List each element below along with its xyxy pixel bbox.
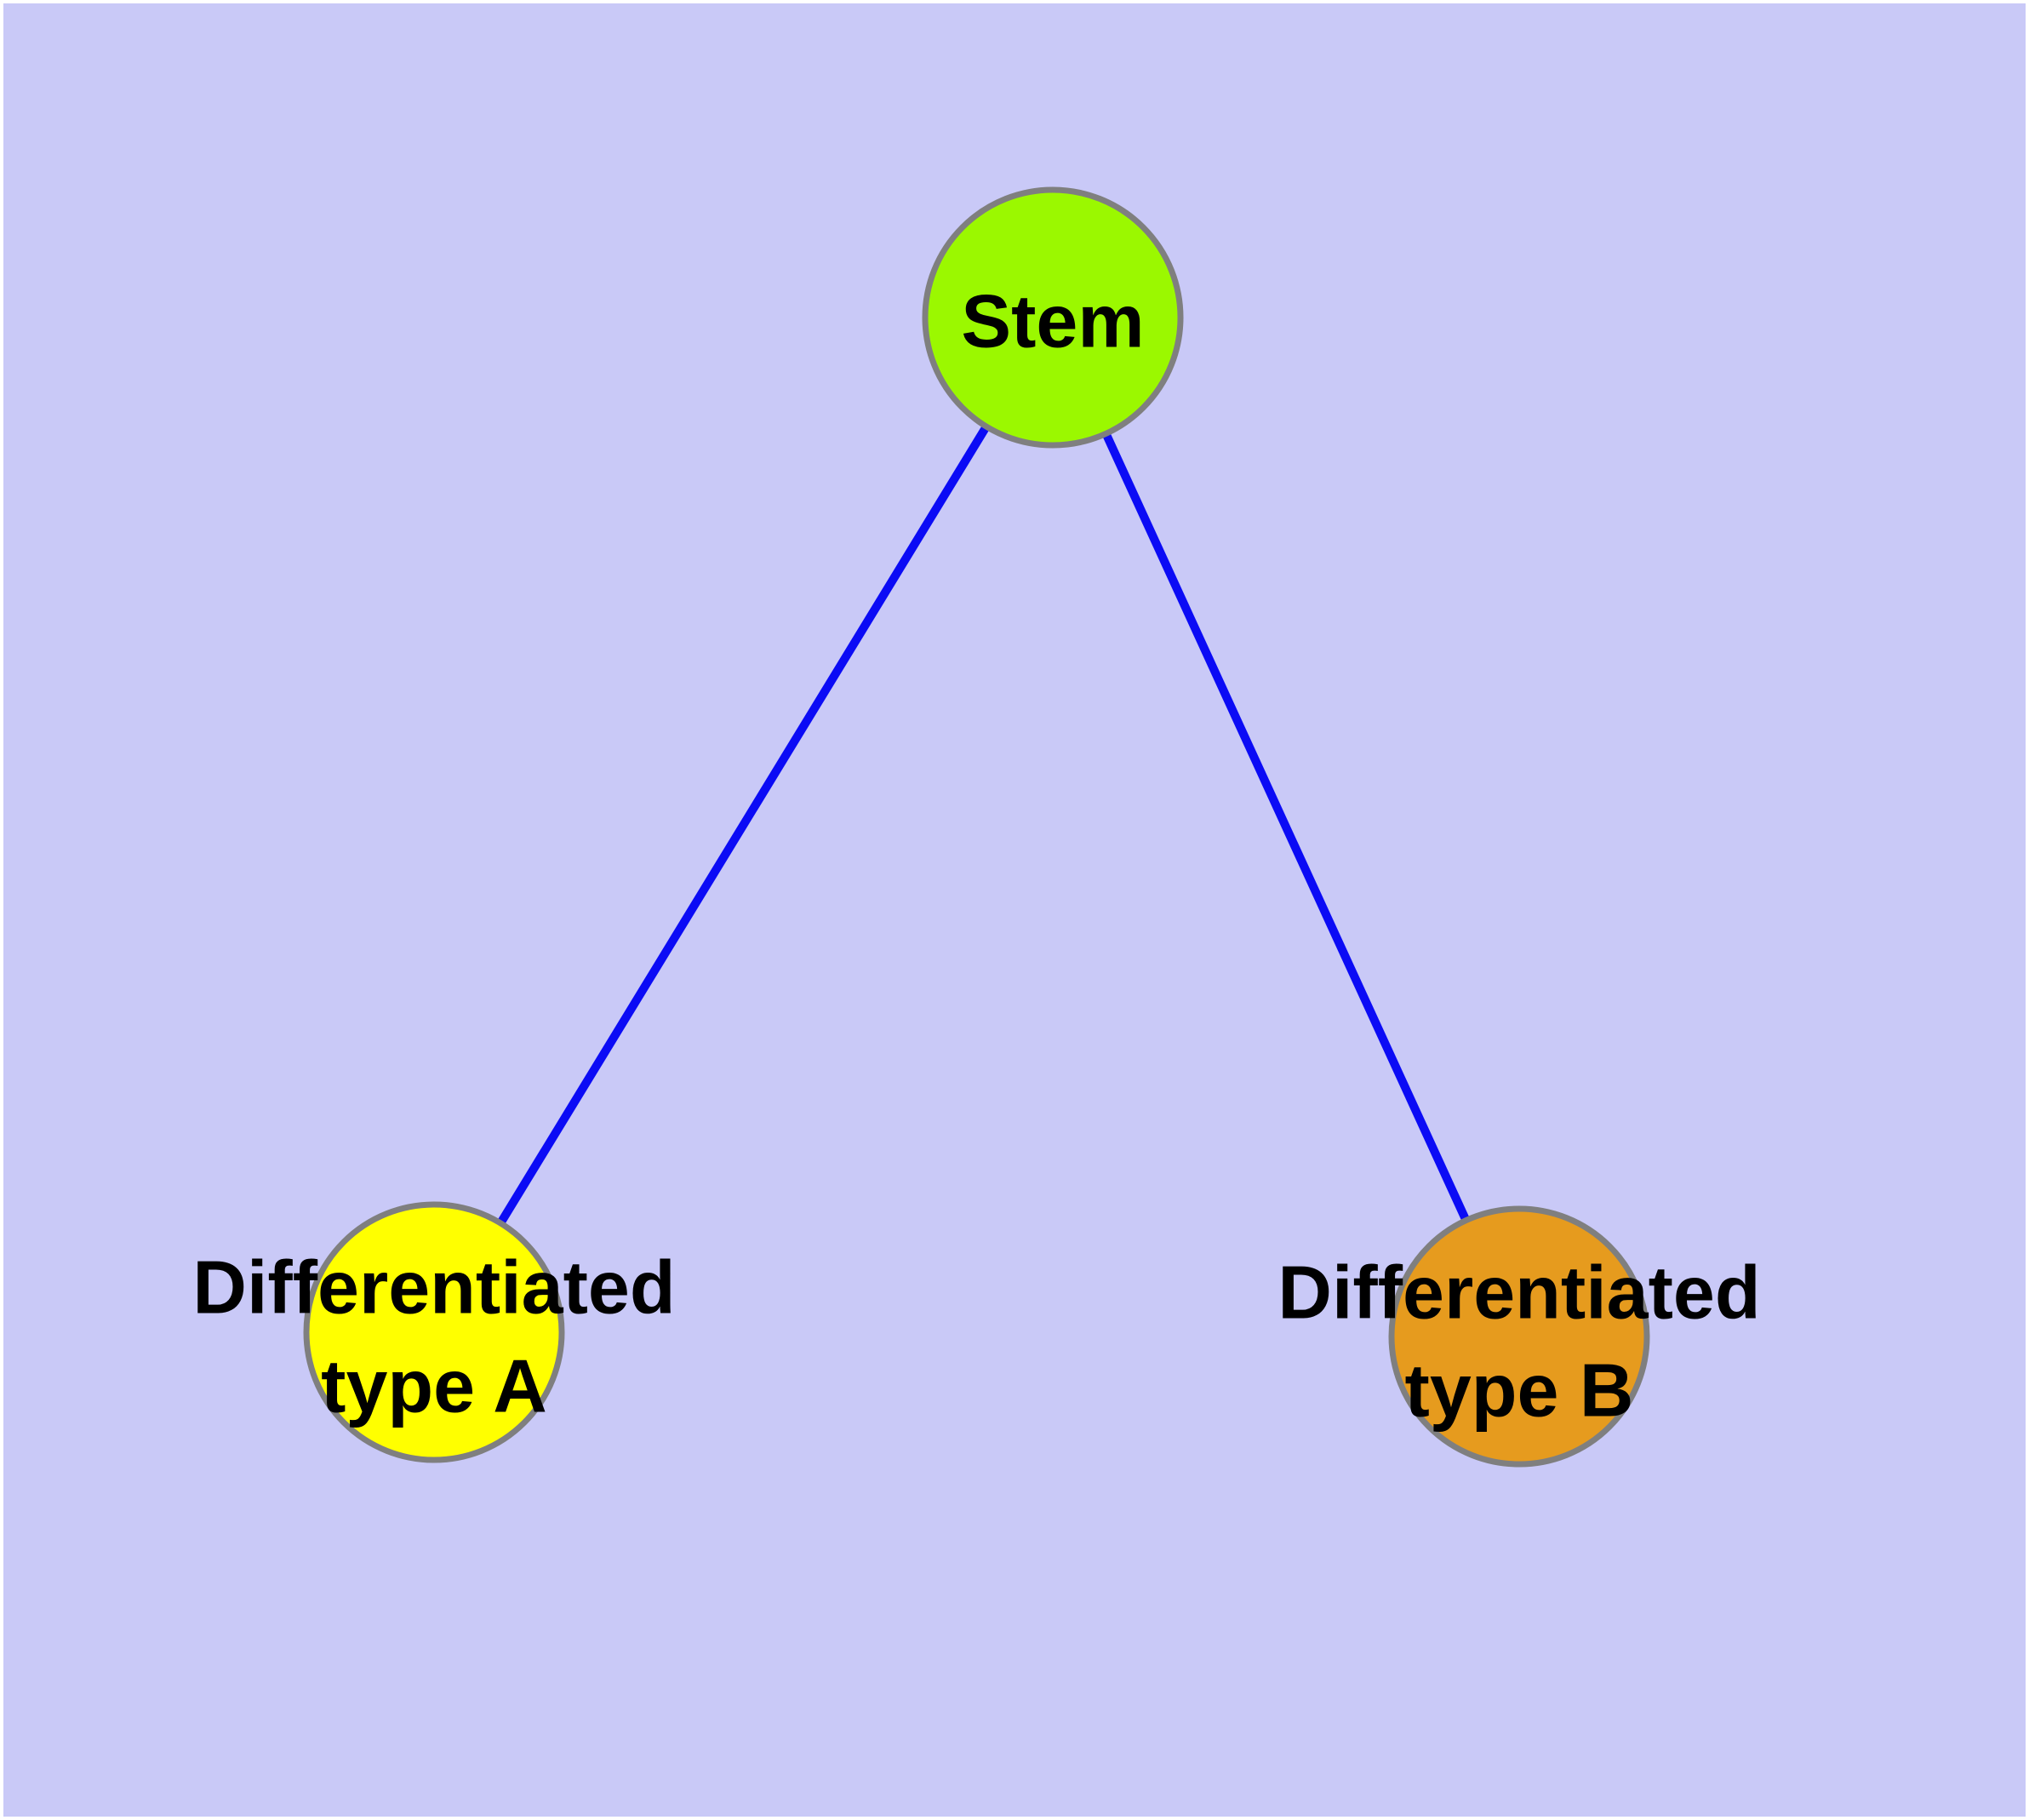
node-differentiated-type-a-label-line1: Differentiated bbox=[192, 1245, 675, 1330]
node-differentiated-type-b-label-line1: Differentiated bbox=[1277, 1251, 1760, 1335]
node-differentiated-type-b-label-line2: type B bbox=[1405, 1348, 1634, 1433]
edge-stem-to-type-a bbox=[430, 315, 1057, 1335]
node-differentiated-type-a-label-line2: type A bbox=[321, 1344, 547, 1428]
node-differentiated-type-b bbox=[1388, 1205, 1650, 1468]
node-stem-label: Stem bbox=[961, 279, 1144, 363]
edge-stem-to-type-b bbox=[1049, 315, 1523, 1339]
node-differentiated-type-a bbox=[303, 1201, 565, 1463]
node-stem bbox=[922, 186, 1184, 449]
